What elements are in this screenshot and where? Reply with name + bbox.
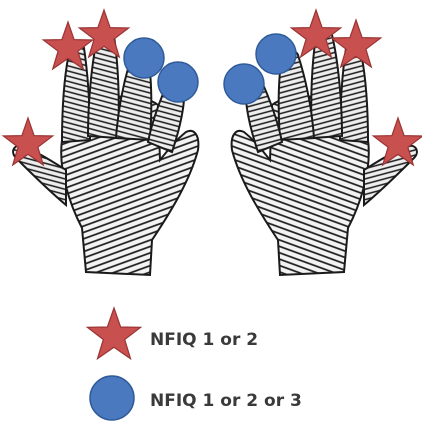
legend: NFIQ 1 or 2 NFIQ 1 or 2 or 3 (87, 308, 301, 420)
legend-item-star: NFIQ 1 or 2 (87, 308, 258, 359)
legend-item-circle: NFIQ 1 or 2 or 3 (90, 376, 302, 420)
legend-star-label: NFIQ 1 or 2 (150, 330, 258, 350)
legend-circle-icon (90, 376, 134, 420)
legend-star-icon (87, 308, 140, 359)
quality-circle (158, 62, 198, 102)
legend-circle-label: NFIQ 1 or 2 or 3 (150, 391, 302, 411)
quality-circle (256, 34, 296, 74)
left-hand (3, 10, 198, 275)
right-hand (224, 10, 422, 275)
quality-circle (224, 64, 264, 104)
quality-circle (124, 38, 164, 78)
